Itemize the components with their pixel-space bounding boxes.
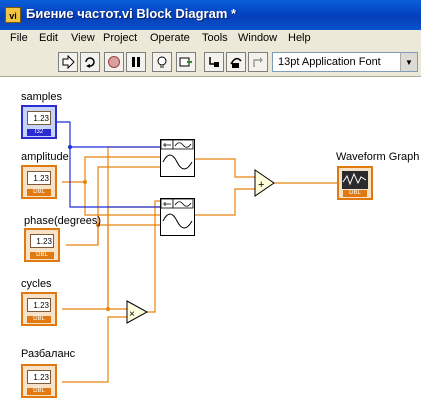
phase-type: DBL — [30, 252, 54, 259]
amplitude-label: amplitude — [21, 151, 69, 163]
menu-operate[interactable]: Operate — [150, 32, 190, 44]
font-select-value: 13pt Application Font — [278, 56, 381, 68]
cycles-type: DBL — [27, 316, 51, 323]
run-continuously-button[interactable] — [80, 52, 100, 72]
menu-tools[interactable]: Tools — [202, 32, 228, 44]
sine-generator-1[interactable] — [160, 139, 195, 177]
run-arrow-icon — [62, 55, 75, 69]
menu-file[interactable]: File — [10, 32, 28, 44]
razbalans-label: Разбаланс — [21, 348, 76, 360]
graph-icon — [342, 171, 368, 189]
lightbulb-icon — [157, 56, 167, 68]
phase-control[interactable]: 1.23 DBL — [24, 228, 60, 262]
menu-bar: File Edit View Project Operate Tools Win… — [0, 30, 421, 49]
wires: + × — [57, 121, 337, 383]
run-button[interactable] — [58, 52, 78, 72]
block-diagram-canvas[interactable]: + × samples 1.23 I32 amplitude — [0, 77, 421, 402]
menu-window[interactable]: Window — [238, 32, 278, 44]
add-node[interactable]: + — [254, 169, 275, 197]
phase-label: phase(degrees) — [24, 215, 102, 227]
cycles-value: 1.23 — [27, 298, 51, 312]
app-icon: vi — [5, 7, 21, 23]
add-symbol: + — [258, 179, 264, 191]
run-continuously-icon — [85, 57, 95, 68]
abort-icon — [108, 56, 120, 68]
step-into-button[interactable] — [204, 52, 224, 72]
amplitude-control[interactable]: 1.23 DBL — [21, 165, 57, 199]
window-title: Биение частот.vi Block Diagram * — [26, 6, 237, 21]
multiply-node[interactable]: × — [126, 300, 149, 324]
step-over-button[interactable] — [226, 52, 246, 72]
samples-control[interactable]: 1.23 I32 — [21, 105, 57, 139]
samples-label: samples — [21, 91, 62, 103]
chevron-down-icon[interactable]: ▼ — [400, 53, 417, 71]
pause-button[interactable] — [126, 52, 146, 72]
amplitude-value: 1.23 — [27, 171, 51, 185]
menu-edit[interactable]: Edit — [39, 32, 58, 44]
cycles-control[interactable]: 1.23 DBL — [21, 292, 57, 326]
step-out-icon — [253, 57, 263, 67]
cycles-label: cycles — [21, 278, 52, 290]
waveform-graph-indicator[interactable]: DBL — [337, 166, 373, 200]
step-into-icon — [209, 57, 219, 67]
step-out-button[interactable] — [248, 52, 268, 72]
retain-wire-values-button[interactable] — [176, 52, 196, 72]
samples-value: 1.23 — [27, 111, 51, 125]
waveform-graph-type: DBL — [343, 190, 367, 197]
highlight-execution-button[interactable] — [152, 52, 172, 72]
toolbar: 13pt Application Font ▼ — [0, 49, 421, 77]
font-select[interactable]: 13pt Application Font ▼ — [272, 52, 418, 72]
menu-help[interactable]: Help — [288, 32, 311, 44]
abort-button[interactable] — [104, 52, 124, 72]
waveform-graph-label: Waveform Graph — [336, 151, 420, 163]
sine-wave-icon — [160, 139, 194, 170]
sine-generator-2[interactable] — [160, 198, 195, 236]
razbalans-value: 1.23 — [27, 370, 51, 384]
pause-icon — [132, 57, 140, 67]
step-over-icon — [230, 57, 242, 68]
sine-wave-icon — [160, 198, 194, 229]
amplitude-type: DBL — [27, 189, 51, 196]
razbalans-type: DBL — [27, 388, 51, 395]
samples-type: I32 — [27, 129, 51, 136]
menu-project[interactable]: Project — [103, 32, 138, 44]
menu-view[interactable]: View — [71, 32, 95, 44]
probe-icon — [179, 57, 192, 67]
title-bar: vi Биение частот.vi Block Diagram * — [0, 0, 421, 30]
multiply-symbol: × — [129, 309, 135, 320]
razbalans-control[interactable]: 1.23 DBL — [21, 364, 57, 398]
phase-value: 1.23 — [30, 234, 54, 248]
